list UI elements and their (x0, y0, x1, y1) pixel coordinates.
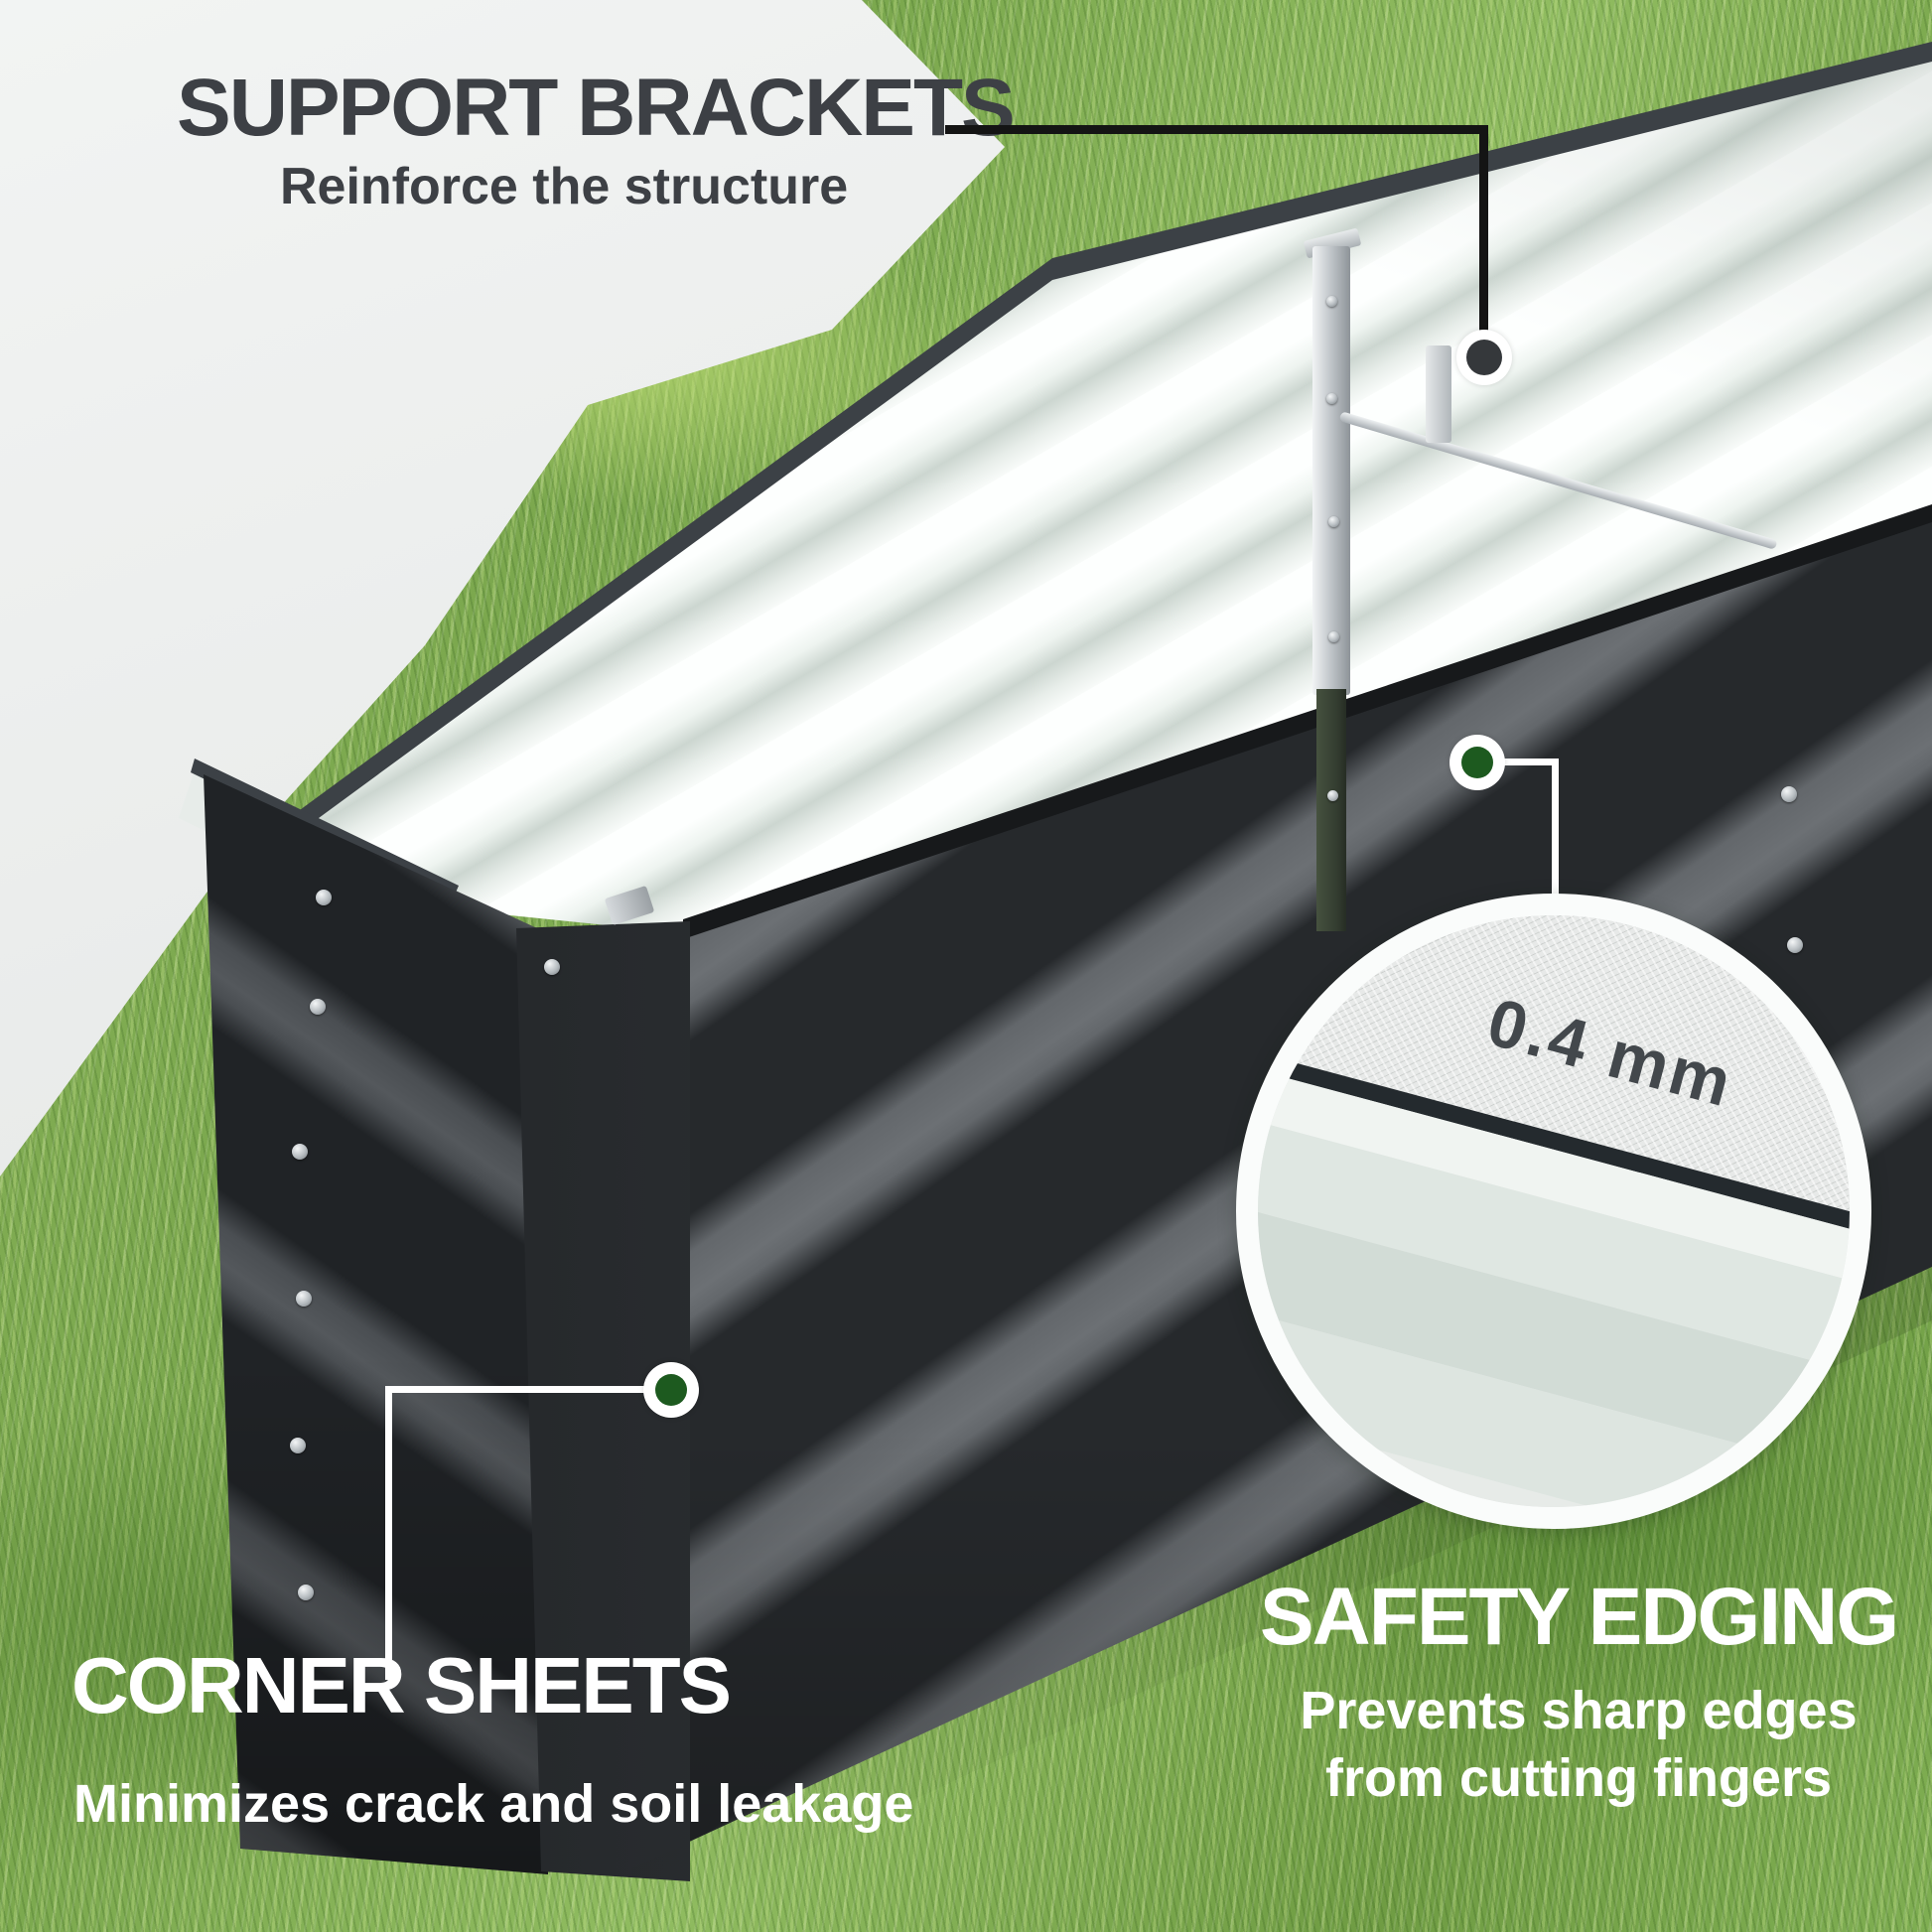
screw (544, 959, 560, 975)
screw (1328, 516, 1339, 527)
screw (1326, 296, 1337, 307)
support-brackets-dot-pip (1466, 340, 1502, 375)
corner-sheets-dot (643, 1362, 699, 1418)
screw (1326, 393, 1337, 404)
screw (1327, 790, 1338, 801)
magnifier-content: 0.4 mm (1258, 915, 1850, 1507)
thickness-magnifier-inset: 0.4 mm (1236, 894, 1871, 1529)
support-brackets-connector-vertical (1479, 125, 1488, 336)
screw (292, 1144, 308, 1160)
safety-edging-subtitle-line2: from cutting fingers (1325, 1748, 1832, 1808)
safety-edging-connector-vertical (1552, 759, 1559, 899)
screw (310, 999, 326, 1015)
support-brackets-connector-horizontal (945, 125, 1487, 134)
corner-sheets-connector-vertical (385, 1386, 392, 1680)
screw (316, 890, 332, 905)
screw (298, 1585, 314, 1600)
support-brackets-title: SUPPORT BRACKETS (177, 63, 1016, 153)
corner-sheets-subtitle: Minimizes crack and soil leakage (73, 1774, 914, 1834)
safety-edging-dot-pip (1461, 747, 1493, 778)
support-brackets-dot (1456, 330, 1512, 385)
safety-edging-subtitle-line1: Prevents sharp edges (1300, 1681, 1858, 1740)
support-bracket-bar (1312, 246, 1350, 695)
safety-edging-title: SAFETY EDGING (1259, 1572, 1899, 1662)
corner-sheets-title: CORNER SHEETS (71, 1641, 732, 1729)
support-brackets-subtitle: Reinforce the structure (280, 158, 849, 215)
screw (1781, 786, 1797, 802)
corner-sheets-connector-horizontal (385, 1386, 657, 1393)
safety-edging-dot (1449, 735, 1505, 790)
screw (290, 1438, 306, 1453)
support-bracket-lower (1316, 689, 1346, 931)
corner-sheets-dot-pip (655, 1374, 687, 1406)
safety-edging-connector-horizontal (1489, 759, 1559, 765)
support-bracket-secondary (1426, 345, 1451, 443)
screw (296, 1291, 312, 1307)
screw (1328, 631, 1339, 642)
